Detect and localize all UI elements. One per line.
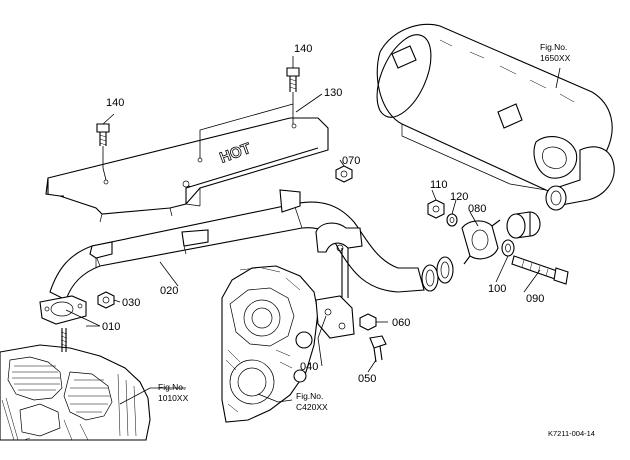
engine-block-illustration (0, 328, 151, 441)
ref-block-line1: Fig.No. (296, 391, 323, 401)
flange-gasket (39, 295, 87, 325)
part-label-070: 070 (342, 155, 360, 167)
part-label-090: 090 (526, 293, 544, 305)
figure-references: Fig.No. 1650XX Fig.No. 1010XX Fig.No. C4… (158, 42, 571, 412)
clamp-nut-110 (427, 199, 445, 219)
ref-muffler-line2: 1650XX (540, 53, 571, 63)
part-label-060: 060 (392, 317, 410, 329)
part-label-040: 040 (300, 361, 318, 373)
part-label-010: 010 (102, 321, 120, 333)
part-label-100: 100 (488, 283, 506, 295)
part-label-130: 130 (324, 87, 342, 99)
drawing-code: K7211-004-14 (548, 429, 595, 438)
ref-muffler-line1: Fig.No. (540, 42, 567, 52)
heat-shield: HOT (45, 117, 329, 223)
part-label-140-right: 140 (294, 43, 312, 55)
ref-block-line2: C420XX (296, 402, 328, 412)
muffler-illustration (376, 23, 615, 211)
part-label-080: 080 (468, 203, 486, 215)
clamp-bolt-090 (511, 255, 569, 285)
part-label-020: 020 (160, 285, 178, 297)
flange-nut (97, 291, 115, 309)
clamp-washer-100 (501, 239, 515, 257)
part-label-030: 030 (122, 297, 140, 309)
part-number-labels: 140 140 130 070 110 120 080 030 020 010 … (102, 43, 544, 385)
clamp-washer-120 (446, 213, 458, 227)
clamp-sleeve-100 (506, 211, 541, 239)
shield-bolt-left (96, 123, 110, 146)
ref-engine-line2: 1010XX (158, 393, 189, 403)
part-label-110: 110 (430, 179, 448, 191)
bracket-nut-060 (359, 313, 377, 331)
ref-engine-line1: Fig.No. (158, 382, 185, 392)
leader-lines (65, 56, 561, 405)
pipe-bracket (315, 222, 363, 339)
tail-pipe-clamp-080 (461, 219, 501, 265)
bracket-nut-070 (335, 165, 353, 183)
part-label-120: 120 (450, 191, 468, 203)
cylinder-block-illustration (221, 265, 319, 423)
part-label-140-left: 140 (106, 97, 124, 109)
part-label-050: 050 (358, 373, 376, 385)
shield-bolt-right (286, 67, 300, 92)
bracket-bolt-050 (369, 335, 387, 363)
